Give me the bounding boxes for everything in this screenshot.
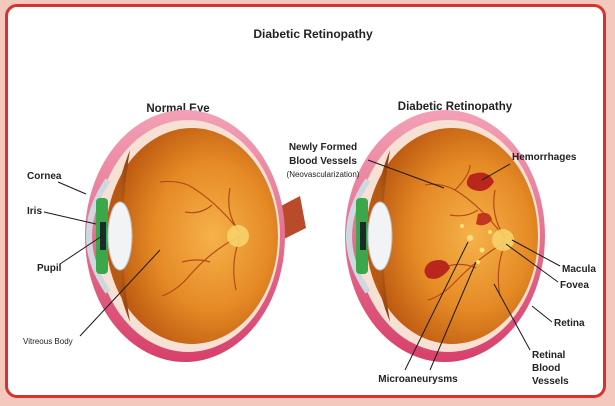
label-retina: Retina [554,318,585,329]
normal-macula [227,225,249,247]
label-macula: Macula [562,264,596,275]
leader-retina [532,306,552,322]
label-vitreous-body: Vitreous Body [23,337,73,346]
normal-eye-illustration [85,110,306,362]
label-new-vessels-2: Blood Vessels [289,156,357,167]
label-retinal-vessels-1: Retinal [532,350,566,361]
label-fovea: Fovea [560,280,589,291]
lens-shape [108,202,132,270]
label-new-vessels-1: Newly Formed [289,142,357,153]
label-new-vessels-3: (Neovascularization) [287,170,360,179]
diagram-title: Diabetic Retinopathy [253,27,373,41]
diabetic-lens-shape [368,202,392,270]
diabetic-pupil-shape [360,222,366,250]
label-cornea: Cornea [27,171,62,182]
label-pupil: Pupil [37,263,62,274]
label-retinal-vessels-3: Vessels [532,376,569,387]
leader-cornea [58,182,86,194]
label-iris: Iris [27,206,42,217]
label-hemorrhages: Hemorrhages [512,152,577,163]
label-microaneurysms: Microaneurysms [378,374,458,385]
label-retinal-vessels-2: Blood [532,363,560,374]
diabetic-eye-illustration [345,110,545,362]
pupil-shape [100,222,106,250]
